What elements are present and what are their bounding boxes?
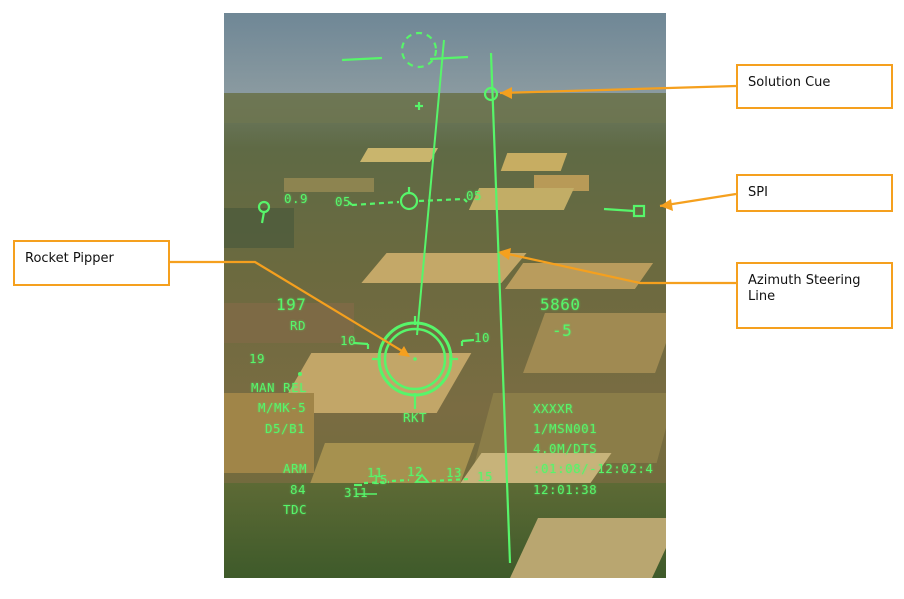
pitch-10-right-label: 10 [474, 330, 491, 345]
profile-readout: D5/B1 [265, 421, 306, 436]
heading-tick-12: 12 [407, 464, 424, 479]
left-number: 19 [249, 351, 266, 366]
leader-rocket-pipper [169, 260, 408, 355]
pitch-ladder-tick [463, 198, 468, 203]
heading-tick-15-right: 15 [477, 469, 494, 484]
pipper-dot [413, 357, 417, 361]
sensor-readout: TDC [283, 502, 308, 517]
arrowhead-spi [660, 199, 673, 211]
arm-status: ARM [283, 461, 308, 476]
pitch-ladder-right [418, 197, 465, 203]
field-patch [534, 175, 589, 191]
rocket-pipper-ring-inner [383, 327, 447, 391]
bomb-fall-line [416, 39, 445, 336]
clock-readout: 12:01:38 [533, 482, 598, 497]
heading-tape [431, 477, 470, 483]
pitch-ladder-left [351, 200, 400, 207]
leader-solution-cue [499, 84, 737, 95]
dashed-circle [400, 31, 438, 69]
pitch-label-left: 05 [335, 194, 352, 209]
heading-tick-13: 13 [446, 465, 463, 480]
top-value: 0.9 [284, 191, 309, 206]
horizon-haze [224, 93, 666, 123]
distance-readout: 4.0M/DTS [533, 441, 598, 456]
callout-azimuth-steering-line: Azimuth Steering Line [736, 262, 893, 329]
spi-symbol [632, 204, 646, 218]
release-mode: MAN REL [251, 380, 308, 395]
arrowhead-azimuth [498, 248, 511, 260]
vvi-readout: -5 [552, 321, 573, 340]
mission-readout: 1/MSN001 [533, 421, 598, 436]
callout-spi: SPI [736, 174, 893, 212]
callout-label: Rocket Pipper [25, 251, 114, 266]
weapon-type: M/MK-5 [258, 400, 307, 415]
leader-spi [659, 192, 737, 208]
sky [224, 13, 666, 93]
callout-label: Azimuth Steering Line [748, 273, 861, 304]
leader-azimuth [507, 252, 736, 285]
heading-readout: 311 [344, 485, 369, 500]
heading-tape [391, 478, 410, 483]
pitch-label-right: 05 [466, 188, 483, 203]
solution-cue [483, 86, 499, 102]
callout-solution-cue: Solution Cue [736, 64, 893, 109]
arrowhead-rocket-pipper [398, 346, 410, 357]
village [224, 208, 294, 248]
spi-line [603, 207, 635, 213]
heading-tick-11: 11 [367, 465, 384, 480]
horizon-bar [341, 56, 383, 62]
pitch-10-left [353, 341, 369, 346]
pitch-10-right [461, 338, 475, 343]
count-readout: 84 [290, 482, 307, 497]
aoa-indicator [260, 211, 266, 224]
arrowhead-solution-cue [500, 87, 512, 99]
pitch-ladder-tick [348, 201, 353, 206]
time-to-go-readout: :01:08/-12:02:4 [533, 461, 654, 476]
field-patch [224, 393, 314, 473]
azimuth-steering-line [489, 52, 512, 564]
weapon-label: RKT [403, 410, 428, 425]
callout-label: Solution Cue [748, 75, 831, 90]
altitude-readout: 5860 [540, 295, 581, 314]
horizon-bar [429, 55, 469, 61]
heading-caret [414, 473, 430, 483]
dot-marker [298, 372, 302, 376]
pitch-10-left-label: 10 [340, 333, 357, 348]
field-patch [284, 178, 374, 192]
heading-tick-15-left: 15 [372, 472, 389, 487]
callout-rocket-pipper: Rocket Pipper [13, 240, 170, 286]
callout-label: SPI [748, 185, 768, 200]
waypoint-id: XXXXR [533, 401, 574, 416]
hud-view: 0.9 05 05 197 RD 19 MAN REL M/MK-5 D5/B1… [224, 13, 666, 578]
hud-symbology [257, 31, 646, 564]
airspeed-readout: 197 [276, 295, 307, 314]
airspeed-label: RD [290, 318, 307, 333]
